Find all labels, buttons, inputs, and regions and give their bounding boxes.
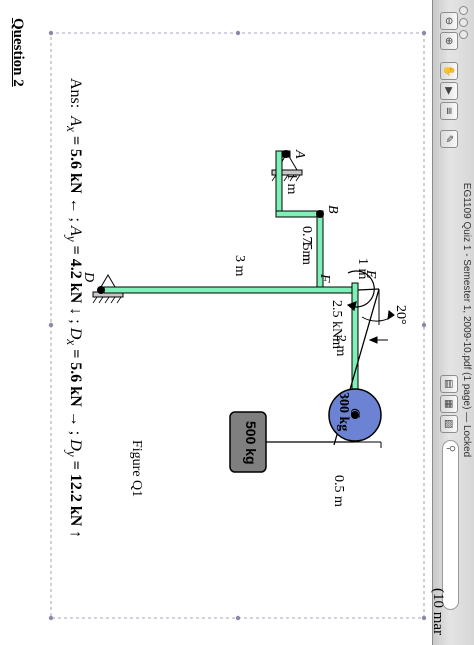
angle-marker [361, 289, 395, 344]
dx-value: = 5.6 kN → [67, 349, 84, 427]
ax-value: = 5.6 kN ← [67, 135, 84, 214]
label-f: F [317, 274, 332, 283]
radius-dimension [329, 441, 382, 448]
member-b-vertical [275, 210, 324, 218]
frame-members [103, 150, 359, 415]
selection-handles [48, 30, 427, 621]
pin-c [351, 411, 359, 419]
answer-prefix: Ans: [67, 78, 84, 109]
dim-bf: 0.75 m [299, 226, 314, 265]
member-ab [275, 150, 283, 218]
ay-symbol: A [67, 225, 84, 236]
label-b: B [325, 205, 340, 214]
ax-symbol: A [67, 116, 84, 127]
dy-value: = 12.2 kN ↑ [67, 460, 84, 539]
member-ed [103, 286, 359, 294]
pulley-mass: 300 kg [336, 392, 351, 432]
dim-angle: 20° [393, 305, 408, 325]
answer-line: Ans: Ax = 5.6 kN ← ; Ay = 4.2 kN ↓ ; Dx … [63, 78, 84, 539]
box-500kg [229, 411, 267, 473]
dx-symbol: D [67, 327, 84, 340]
dim-e-vertical: 1 m [355, 258, 370, 280]
dy-symbol: D [67, 439, 84, 451]
dim-moment: 2.5 kNm [329, 300, 344, 349]
dim-fd: 3 m [232, 255, 247, 277]
dim-radius: 0.5 m [331, 475, 346, 507]
joint-pins [97, 150, 324, 294]
figure-caption: Figure Q1 [129, 440, 144, 498]
label-a: A [292, 150, 307, 159]
ay-subscript: y [63, 235, 79, 242]
ax-subscript: x [63, 126, 79, 132]
ay-value: = 4.2 kN ↓ [67, 245, 84, 316]
dim-ab: 1 m [284, 173, 299, 195]
dy-subscript: y [63, 450, 79, 457]
dx-subscript: x [63, 339, 79, 346]
box-mass: 500 kg [243, 421, 259, 465]
